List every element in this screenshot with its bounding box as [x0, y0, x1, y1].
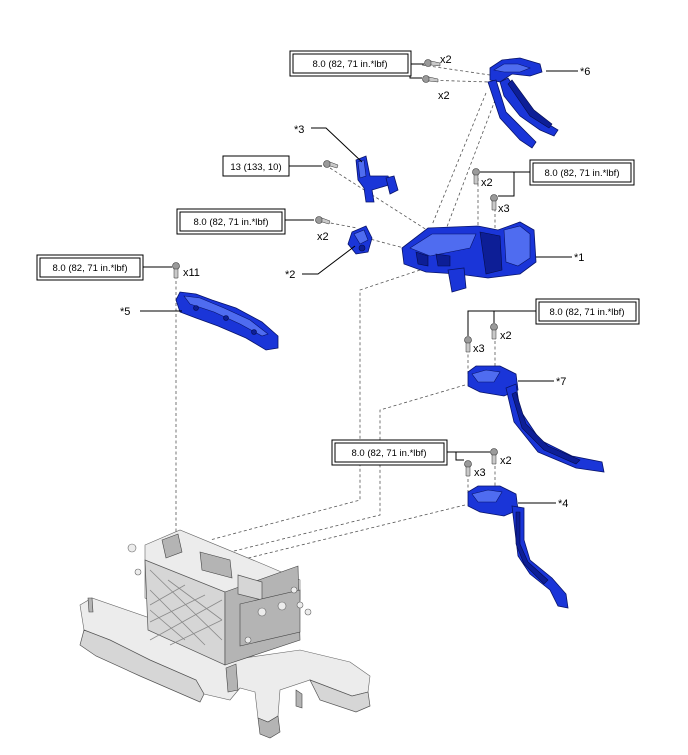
bolt-p5: [172, 262, 180, 279]
base-assembly: [79, 529, 371, 739]
label-part-4: *4: [558, 498, 568, 510]
leader-lines: [140, 63, 578, 504]
torque-box-left: 8.0 (82, 71 in.*lbf): [176, 208, 286, 235]
qty-top-2: x2: [438, 90, 450, 102]
qty-p7a: x3: [473, 343, 485, 355]
label-part-5: *5: [120, 306, 130, 318]
torque-value: 8.0 (82, 71 in.*lbf): [313, 59, 388, 70]
base-pattern: [149, 569, 223, 646]
part-7: [467, 365, 605, 473]
qty-p2: x2: [317, 231, 329, 243]
label-part-3: *3: [294, 124, 304, 136]
bolt-p1b: [490, 194, 498, 211]
label-part-6: *6: [580, 66, 590, 78]
torque-box-13: 13 (133, 10): [222, 155, 290, 177]
bolt-top-1: [424, 59, 441, 67]
torque-box-right1: 8.0 (82, 71 in.*lbf): [529, 159, 635, 186]
qty-p4b: x3: [474, 467, 486, 479]
torque-box-p4: 8.0 (82, 71 in.*lbf): [331, 439, 448, 466]
part-1: [401, 221, 537, 293]
bolt-p4b: [464, 460, 472, 477]
part-2: [347, 225, 373, 255]
qty-p1a: x2: [481, 177, 493, 189]
bolt-p2: [315, 216, 331, 225]
part-6: [487, 57, 559, 149]
qty-p7b: x2: [500, 330, 512, 342]
quantity-labels: x2 x2 x2 x3 x2 x11 x3 x2 x2 x3: [183, 54, 512, 479]
torque-value: 8.0 (82, 71 in.*lbf): [550, 307, 625, 318]
bolts: [172, 59, 498, 477]
bolt-p7a: [464, 336, 472, 353]
torque-value: 13 (133, 10): [230, 162, 281, 173]
label-part-7: *7: [556, 376, 566, 388]
qty-p1b: x3: [498, 203, 510, 215]
qty-p4a: x2: [500, 455, 512, 467]
torque-box-p5: 8.0 (82, 71 in.*lbf): [36, 254, 144, 281]
bolt-p4a: [490, 448, 498, 465]
bolt-13: [323, 160, 339, 169]
part-4: [467, 485, 569, 609]
part-labels: *6 *3 *1 *2 *5 *7 *4: [120, 66, 590, 510]
label-part-1: *1: [574, 252, 584, 264]
bolt-top-2: [422, 75, 439, 83]
torque-box-top: 8.0 (82, 71 in.*lbf): [289, 50, 412, 77]
part-5: [175, 291, 279, 351]
torque-box-right2: 8.0 (82, 71 in.*lbf): [535, 298, 640, 325]
bolt-p7b: [490, 323, 498, 340]
torque-value: 8.0 (82, 71 in.*lbf): [352, 448, 427, 459]
qty-p5: x11: [183, 267, 200, 279]
qty-top-1: x2: [440, 54, 452, 66]
label-part-2: *2: [285, 269, 295, 281]
torque-value: 8.0 (82, 71 in.*lbf): [53, 263, 128, 274]
bolt-p1a: [472, 168, 480, 185]
assembly-lines: [175, 64, 498, 561]
torque-value: 8.0 (82, 71 in.*lbf): [545, 168, 620, 179]
part-3: [355, 155, 399, 203]
torque-value: 8.0 (82, 71 in.*lbf): [194, 217, 269, 228]
